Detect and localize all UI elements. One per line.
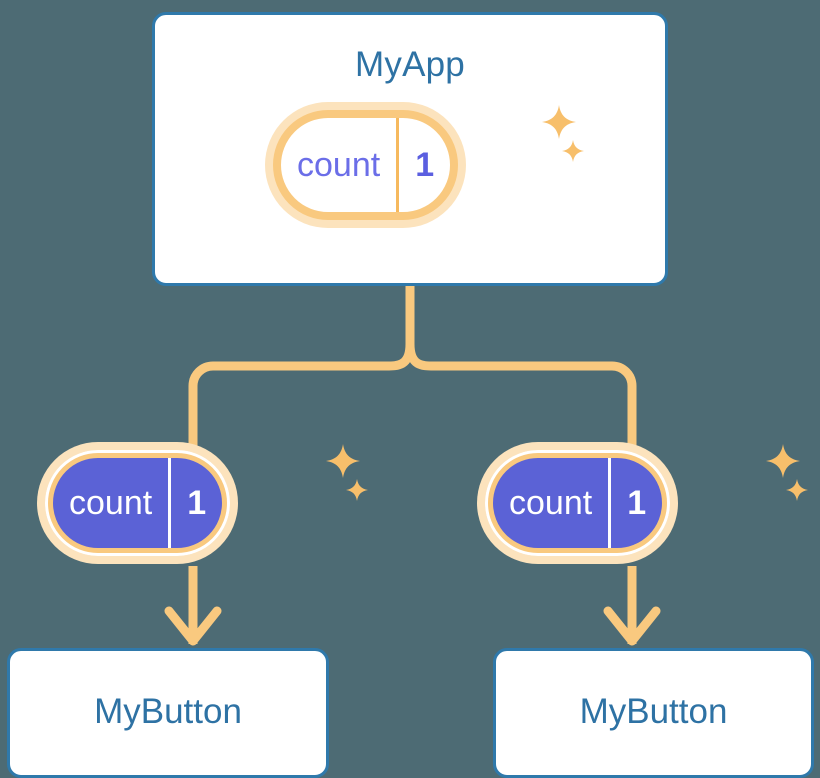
sparkle-large-icon (325, 443, 361, 479)
myapp-state-pill[interactable]: count 1 (273, 110, 459, 220)
branch-left-state-pill[interactable]: count 1 (45, 450, 231, 556)
down-arrow-right-head (603, 606, 661, 646)
mybutton-left-title: MyButton (94, 692, 242, 731)
mybutton-right-card[interactable]: MyButton (493, 648, 814, 778)
sparkle-small-icon (345, 478, 369, 502)
branch-right-state-key: count (509, 483, 593, 522)
branch-connector-right (405, 339, 637, 460)
branch-connector-left (188, 339, 415, 460)
branch-right-state-divider (608, 458, 612, 548)
branch-right-state-pill[interactable]: count 1 (485, 450, 671, 556)
myapp-state-value: 1 (415, 145, 435, 184)
myapp-card-title: MyApp (355, 45, 465, 84)
myapp-state-divider (396, 118, 400, 212)
mybutton-left-card[interactable]: MyButton (7, 648, 329, 778)
branch-right-state-value: 1 (627, 483, 647, 522)
sparkle-small-icon (785, 478, 809, 502)
sparkle-large-icon (765, 443, 801, 479)
branch-left-state-key: count (69, 483, 153, 522)
branch-left-state-divider (168, 458, 172, 548)
myapp-state-key: count (297, 145, 381, 184)
down-arrow-left-head (164, 606, 222, 646)
branch-left-state-value: 1 (187, 483, 207, 522)
mybutton-right-title: MyButton (579, 692, 728, 731)
